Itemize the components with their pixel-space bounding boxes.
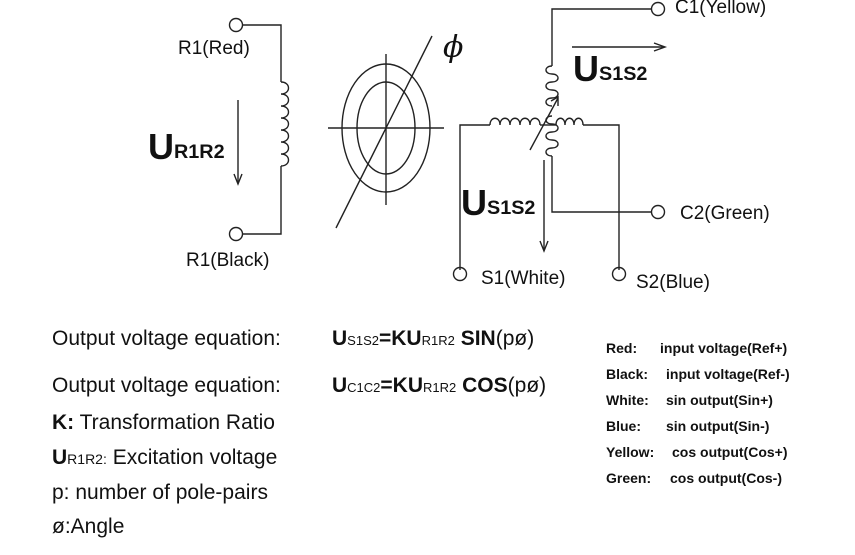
eq-cos-lhs-sub: C1C2	[347, 380, 381, 395]
r1-black-label: R1(Black)	[186, 250, 270, 271]
r1-red-label: R1(Red)	[178, 38, 250, 59]
eq-cos-func: COS	[462, 374, 508, 397]
r1-red-terminal	[228, 17, 244, 33]
c2-green-terminal	[650, 204, 666, 220]
r1-black-terminal	[228, 226, 244, 242]
legend-yellow-desc: cos output(Cos+)	[672, 444, 788, 460]
primary-coil	[280, 81, 290, 167]
u-r1r2-label: UR1R2	[148, 126, 225, 168]
legend-green-desc: cos output(Cos-)	[670, 470, 782, 486]
eq-cos-k: =KU	[380, 374, 424, 397]
legend-yellow: Yellow:	[606, 444, 655, 460]
eq-cos-rhs-sub: R1R2	[423, 380, 457, 395]
legend-blue-desc: sin output(Sin-)	[666, 418, 770, 434]
definition-k-symbol: K:	[52, 411, 75, 434]
legend-white: White:	[606, 392, 649, 408]
equation-cos: UC1C2=KUR1R2 COS(pø)	[332, 374, 546, 398]
definition-u: UR1R2: Excitation voltage	[52, 446, 277, 470]
definition-k: K: Transformation Ratio	[52, 411, 275, 435]
u-s1s2-top-sub: S1S2	[599, 63, 648, 86]
definition-p: p: number of pole-pairs	[52, 481, 268, 504]
equation-sin: US1S2=KUR1R2 SIN(pø)	[332, 327, 534, 351]
s1-white-terminal	[452, 266, 468, 282]
phi-symbol: ϕ	[443, 30, 464, 65]
equation-cos-label: Output voltage equation:	[52, 374, 281, 397]
u-r1r2-main: U	[148, 126, 174, 167]
definition-u-sub: R1R2:	[67, 451, 107, 467]
rotor-symbol	[328, 35, 444, 229]
definition-k-text: Transformation Ratio	[74, 411, 275, 434]
sin-coil-right	[555, 117, 584, 126]
c1-yellow-label: C1(Yellow)	[675, 0, 767, 18]
eq-sin-func: SIN	[460, 327, 496, 350]
primary-winding	[228, 17, 290, 242]
legend-black-desc: input voltage(Ref-)	[666, 366, 790, 382]
s2-blue-terminal	[611, 266, 627, 282]
eq-sin-lhs-sub: S1S2	[347, 333, 379, 348]
s2-blue-label: S2(Blue)	[636, 272, 710, 293]
legend-white-desc: sin output(Sin+)	[666, 392, 773, 408]
definition-u-symbol: U	[52, 446, 68, 469]
u-s1s2-mid-sub: S1S2	[487, 197, 536, 220]
cos-coil-top	[545, 65, 559, 107]
cos-coil-bottom	[545, 115, 559, 157]
coupling-arrow	[529, 97, 559, 151]
legend-red-color: Red:	[606, 340, 638, 356]
s1-white-label: S1(White)	[481, 268, 566, 289]
legend-red: Red:	[606, 340, 637, 356]
eq-sin-arg: (pø)	[495, 327, 535, 350]
eq-sin-rhs-sub: R1R2	[421, 333, 455, 348]
eq-cos-lhs-main: U	[332, 374, 348, 397]
u-r1r2-sub: R1R2	[174, 141, 225, 164]
secondary-windings	[452, 1, 668, 282]
u-s1s2-mid-main: U	[461, 182, 487, 223]
c1-yellow-terminal	[650, 1, 666, 17]
u-s1s2-mid-label: US1S2	[461, 182, 535, 224]
legend-green: Green:	[606, 470, 652, 486]
eq-cos-arg: (pø)	[507, 374, 547, 397]
angle-line	[335, 35, 433, 229]
equation-sin-label: Output voltage equation:	[52, 327, 281, 350]
eq-sin-k: =KU	[378, 327, 422, 350]
eq-sin-lhs-main: U	[332, 327, 348, 350]
legend-black: Black:	[606, 366, 649, 382]
definition-u-text: Excitation voltage	[106, 446, 278, 469]
definition-angle: ø:Angle	[52, 515, 125, 538]
c2-green-label: C2(Green)	[680, 203, 770, 224]
legend-blue: Blue:	[606, 418, 641, 434]
u-s1s2-top-label: US1S2	[573, 48, 647, 90]
legend-red-desc: input voltage(Ref+)	[660, 340, 788, 356]
u-s1s2-top-main: U	[573, 48, 599, 89]
sin-coil-left	[489, 117, 541, 126]
